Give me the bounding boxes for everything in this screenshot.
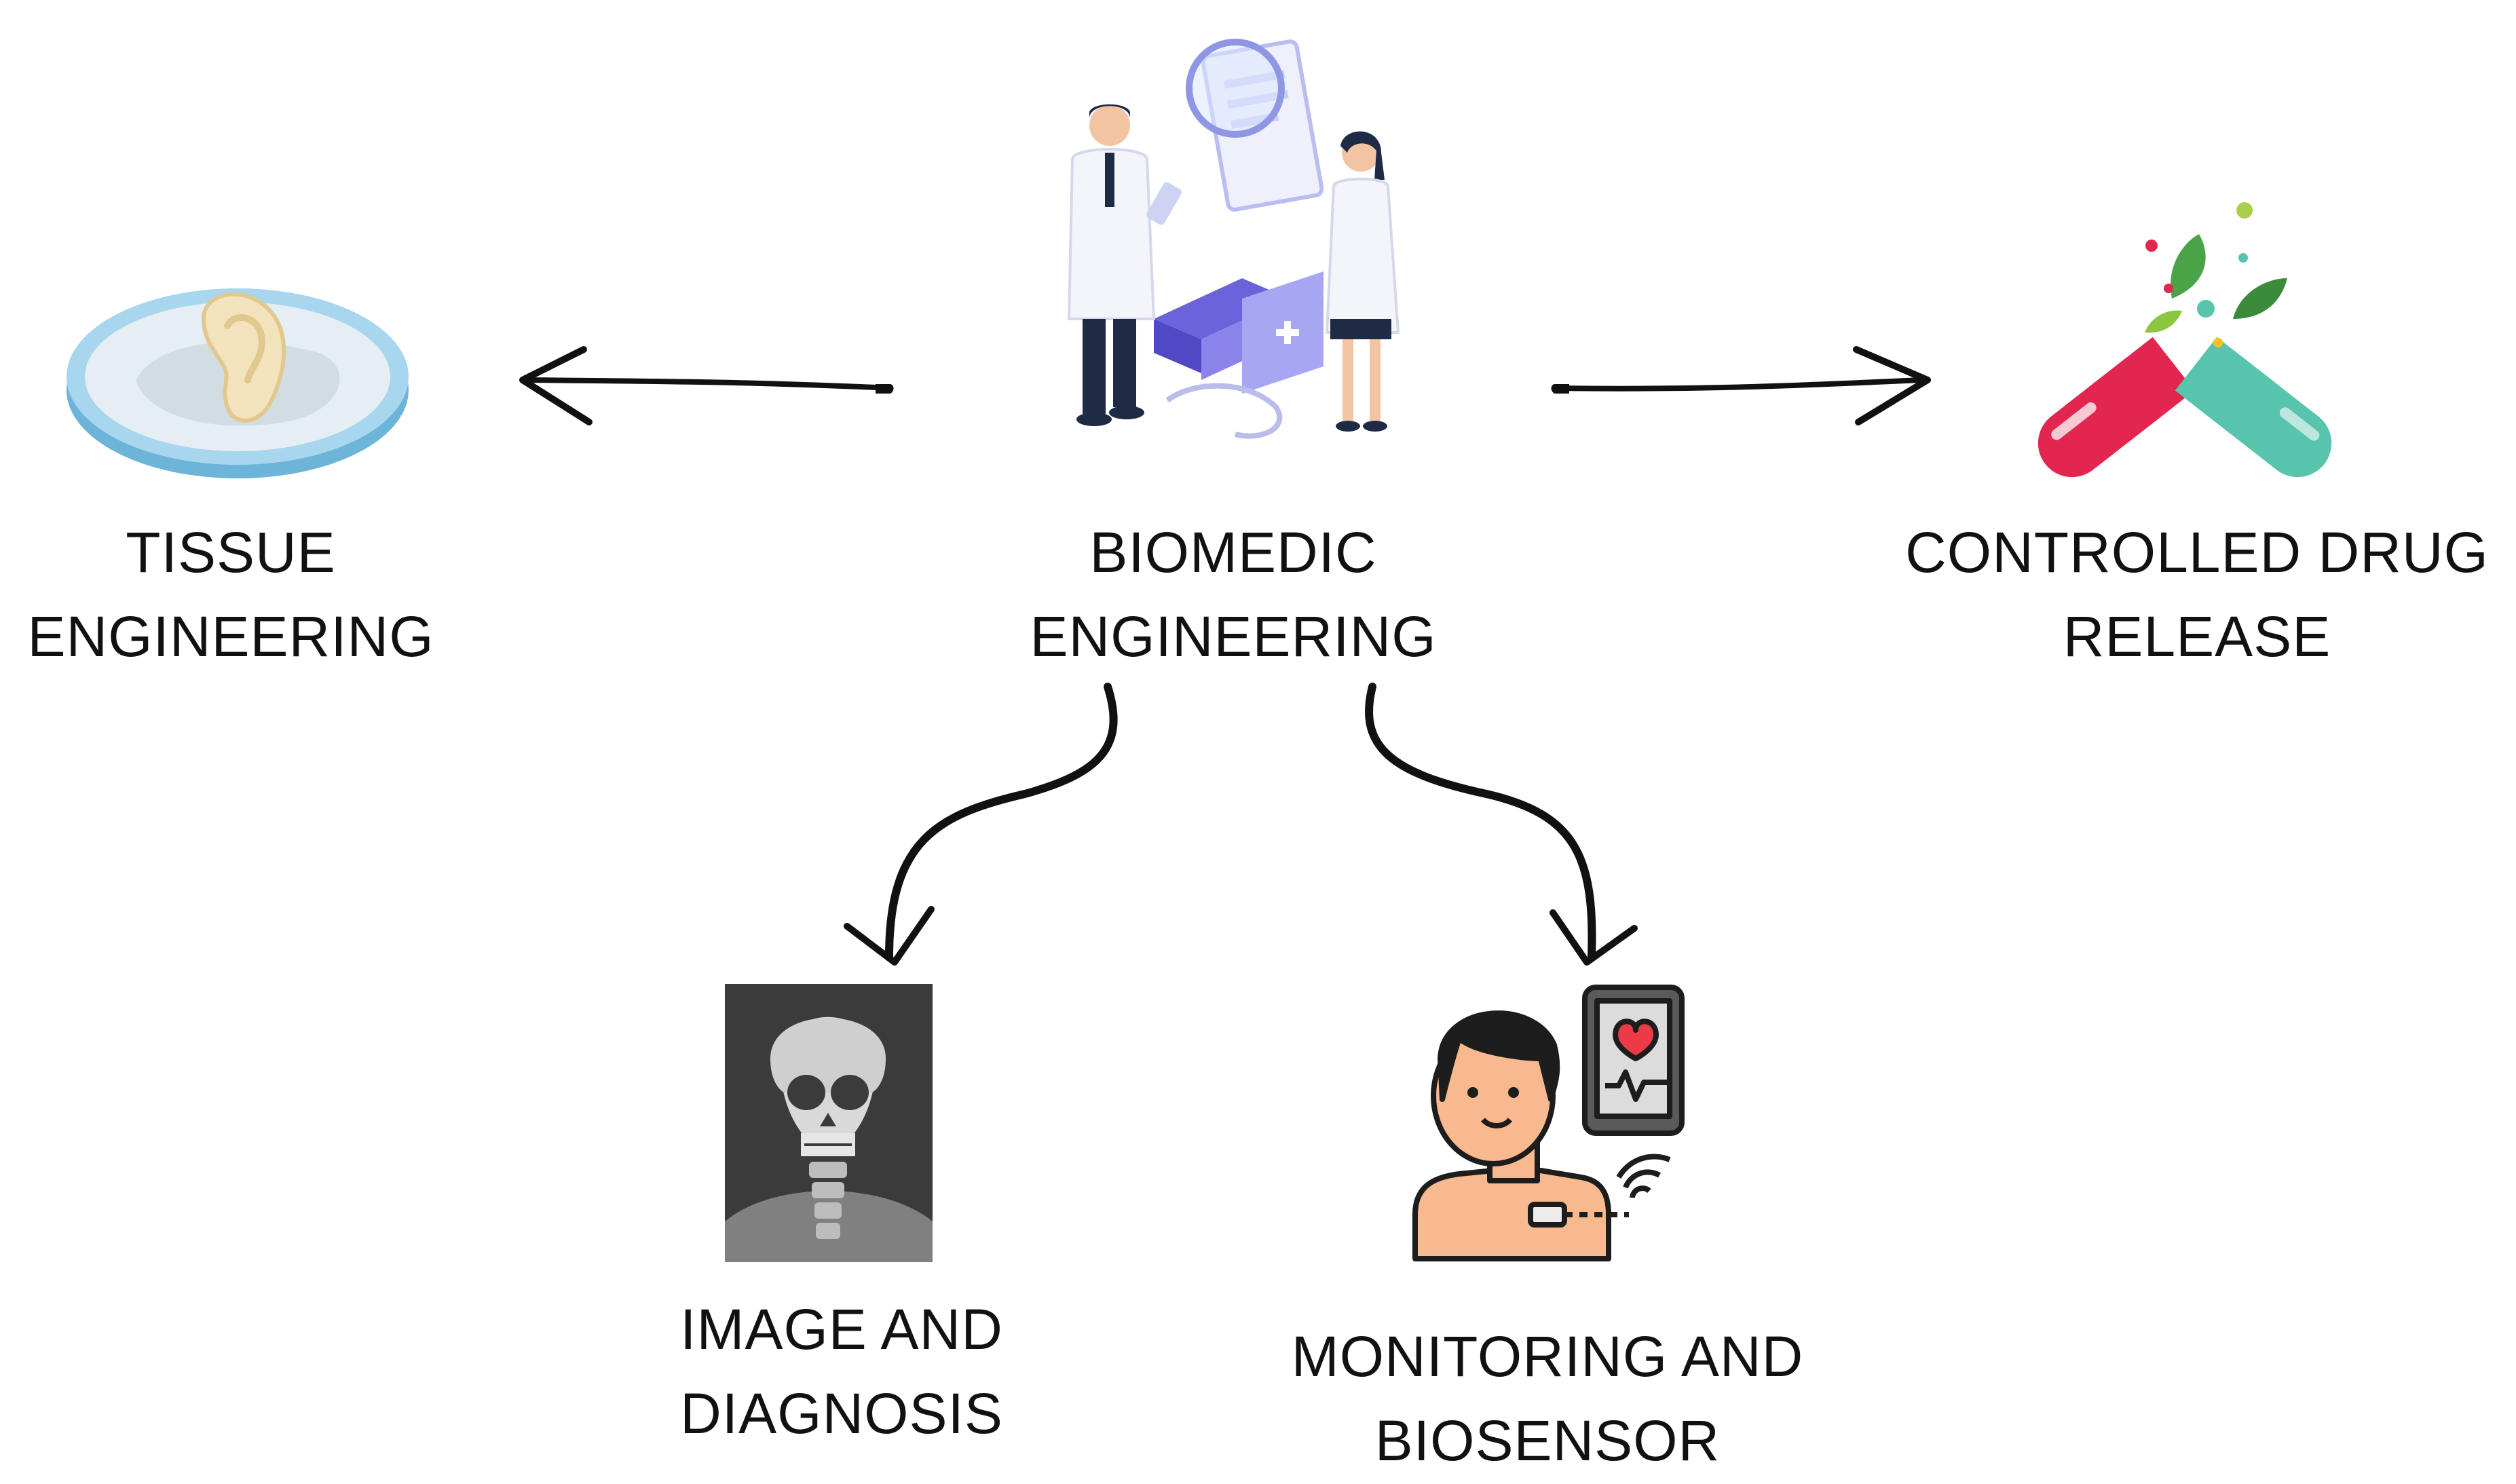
ear-scaffold-icon — [67, 288, 409, 478]
node-label-line2: BIOSENSOR — [1374, 1409, 1721, 1472]
node-image-and-diagnosis: IMAGE AND DIAGNOSIS — [638, 1287, 1045, 1456]
node-label-line1: BIOMEDIC — [1089, 520, 1377, 584]
arrow-to-tissue — [519, 346, 894, 425]
arrow-to-drug — [1551, 346, 1931, 425]
node-label-line1: IMAGE AND — [680, 1297, 1003, 1361]
node-label-line1: TISSUE — [126, 520, 336, 584]
doctors-icon — [1067, 39, 1400, 439]
arrow-to-monitoring — [1365, 683, 1638, 966]
patient-monitor-icon — [1412, 985, 1685, 1261]
node-label-line1: CONTROLLED DRUG — [1905, 520, 2489, 584]
node-label-line2: ENGINEERING — [1030, 605, 1437, 668]
node-label-line1: MONITORING AND — [1291, 1325, 1804, 1388]
node-tissue-engineering: TISSUE ENGINEERING — [7, 510, 455, 679]
node-controlled-drug-release: CONTROLLED DRUG RELEASE — [1885, 510, 2509, 679]
arrow-to-imaging — [844, 683, 1118, 966]
xray-icon — [725, 984, 933, 1262]
node-label-line2: ENGINEERING — [27, 605, 434, 668]
node-label-line2: DIAGNOSIS — [680, 1382, 1003, 1445]
node-monitoring-and-biosensor: MONITORING AND BIOSENSOR — [1249, 1314, 1846, 1483]
capsule-icon — [2038, 202, 2332, 478]
node-label-line2: RELEASE — [2063, 605, 2331, 668]
node-biomedic-engineering: BIOMEDIC ENGINEERING — [1002, 510, 1464, 679]
